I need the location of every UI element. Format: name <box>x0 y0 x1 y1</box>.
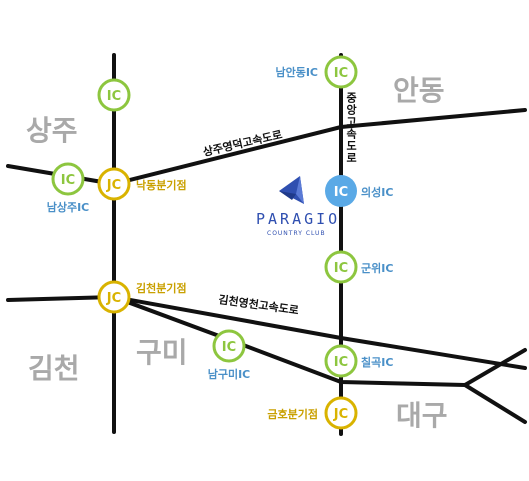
region-gimcheon: 김천 <box>28 352 80 385</box>
ic-label-gunwi: 군위IC <box>361 262 393 275</box>
region-daegu: 대구 <box>396 399 448 432</box>
paper-plane-icon <box>279 176 304 204</box>
ic-badge-text: IC <box>334 185 348 200</box>
interchange-namsangju: IC 남상주IC <box>47 162 90 214</box>
interchange-nakdong-jc: JC 낙동분기점 <box>97 167 187 201</box>
region-sangju: 상주 <box>26 114 78 147</box>
road-daegu-branch <box>463 383 527 424</box>
ic-badge-text: IC <box>107 89 121 104</box>
ic-badge-text: IC <box>61 173 75 188</box>
road-gimcheon-yeongcheon <box>6 295 527 370</box>
jc-label-geumho: 금호분기점 <box>267 407 318 421</box>
region-gumi: 구미 <box>136 336 188 369</box>
region-andong: 안동 <box>393 74 445 107</box>
ic-badge-text: IC <box>334 355 348 370</box>
road-gumi-branch <box>112 295 527 387</box>
ic-badge-circle <box>324 55 358 89</box>
ic-badge-circle <box>324 250 358 284</box>
road-label-jungang: 중앙고속도로 <box>345 92 358 164</box>
ic-badge-circle <box>324 344 358 378</box>
paragio-logo: PARAGIO COUNTRY CLUB <box>256 176 340 237</box>
interchange-gunwi: IC 군위IC <box>324 250 393 284</box>
jc-badge-text: JC <box>106 291 121 306</box>
interchange-uiseong: IC 의성IC <box>325 175 393 207</box>
ic-badge-text: IC <box>222 340 236 355</box>
road-network <box>6 53 527 436</box>
logo-subtitle: COUNTRY CLUB <box>267 230 326 237</box>
ic-badge-circle <box>212 329 246 363</box>
road-sangju-yeongdeok <box>6 108 527 186</box>
ic-label-namandong: 남안동IC <box>275 65 318 79</box>
jc-label-nakdong: 낙동분기점 <box>136 178 187 192</box>
jc-badge-circle <box>97 280 131 314</box>
ic-badge-text: IC <box>334 261 348 276</box>
interchange-top-left: IC <box>97 78 131 112</box>
ic-label-namgumi: 남구미IC <box>208 367 251 381</box>
interchange-chilgok: IC 칠곡IC <box>324 344 393 378</box>
jc-badge-text: JC <box>333 407 348 422</box>
ic-label-namsangju: 남상주IC <box>47 200 90 214</box>
ic-badge-circle <box>97 78 131 112</box>
interchange-namgumi: IC 남구미IC <box>208 329 251 381</box>
logo-name: PARAGIO <box>256 210 340 228</box>
region-labels: 상주 안동 김천 구미 대구 <box>26 74 448 432</box>
jc-badge-circle <box>324 396 358 430</box>
ic-badge-circle-highlight <box>325 175 357 207</box>
road-label-gimcheon-yeongcheon: 김천영천고속도로 <box>218 292 300 317</box>
jc-badge-text: JC <box>106 178 121 193</box>
road-label-sangju-yeongdeok: 상주영덕고속도로 <box>202 127 284 159</box>
ic-badge-circle <box>51 162 85 196</box>
interchange-geumho-jc: JC 금호분기점 <box>267 396 358 430</box>
ic-label-uiseong: 의성IC <box>361 185 393 199</box>
interchange-namandong: IC 남안동IC <box>275 55 358 89</box>
ic-badge-text: IC <box>334 66 348 81</box>
ic-label-chilgok: 칠곡IC <box>361 355 393 369</box>
jc-badge-circle <box>97 167 131 201</box>
interchange-gimcheon-jc: JC 김천분기점 <box>97 280 187 314</box>
jc-label-gimcheon: 김천분기점 <box>136 281 187 295</box>
